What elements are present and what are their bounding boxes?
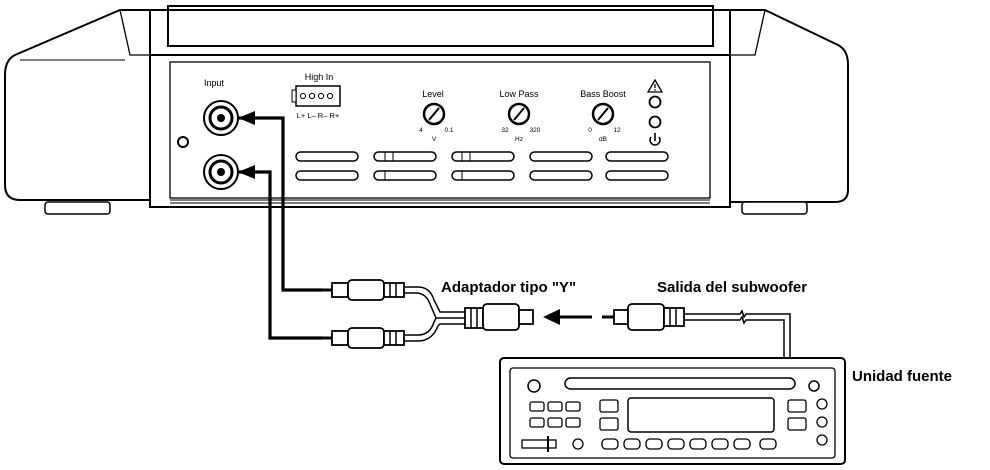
vent-slots <box>295 151 669 181</box>
high-in-pin-labels: L+ L– R– R+ <box>297 111 340 120</box>
amplifier-right-wing <box>729 9 849 203</box>
low-pass-max: 320 <box>530 127 541 134</box>
level-knob[interactable] <box>422 102 446 126</box>
level-max: 0.1 <box>444 127 453 134</box>
rca-plug-bottom <box>322 327 405 349</box>
head-unit-display <box>627 397 775 433</box>
bass-boost-max: 12 <box>613 127 621 134</box>
cd-slot <box>564 377 796 390</box>
y-adapter <box>404 286 534 342</box>
rca-input-jack-top[interactable] <box>203 100 239 136</box>
level-min: 4 <box>419 127 423 134</box>
amplifier <box>4 5 849 215</box>
rca-plug-sub-out <box>602 303 791 358</box>
arrow-into-bottom-jack <box>238 165 255 179</box>
low-pass-knob[interactable] <box>507 102 531 126</box>
power-icon <box>649 133 661 146</box>
bass-boost-unit: dB <box>599 136 607 143</box>
bass-boost-label: Bass Boost <box>580 89 626 99</box>
input-label: Input <box>204 78 225 88</box>
high-in-label: High In <box>305 72 334 82</box>
head-unit <box>499 357 846 465</box>
level-unit: V <box>432 136 437 143</box>
low-pass-min: 32 <box>501 127 509 134</box>
rca-plug-top <box>322 279 405 301</box>
bass-boost-min: 0 <box>588 127 592 134</box>
amplifier-top-bar <box>167 5 714 47</box>
bass-boost-knob-group: Bass Boost 0 12 dB <box>580 89 626 143</box>
amplifier-left-wing <box>4 9 151 201</box>
y-adapter-label: Adaptador tipo "Y" <box>441 279 576 296</box>
head-unit-label: Unidad fuente <box>852 368 952 385</box>
amplifier-right-foot <box>741 201 808 215</box>
ground-screw <box>177 136 189 148</box>
control-panel <box>149 54 731 208</box>
bass-boost-knob[interactable] <box>591 102 615 126</box>
connect-arrow <box>543 309 560 325</box>
arrow-into-top-jack <box>238 111 255 125</box>
low-pass-label: Low Pass <box>499 89 539 99</box>
high-in-connector[interactable] <box>291 85 341 107</box>
sub-out-label: Salida del subwoofer <box>657 279 807 296</box>
level-knob-group: Level 4 0.1 V <box>419 89 454 143</box>
rca-input-jack-bottom[interactable] <box>203 154 239 190</box>
low-pass-knob-group: Low Pass 32 320 Hz <box>499 89 540 143</box>
protect-led-icon <box>648 95 662 109</box>
rca-cables-to-amp <box>237 111 322 340</box>
low-pass-unit: Hz <box>515 136 523 143</box>
amplifier-left-foot <box>44 201 111 215</box>
status-led-icon <box>648 115 662 129</box>
warning-icon <box>646 78 664 93</box>
level-label: Level <box>422 89 444 99</box>
